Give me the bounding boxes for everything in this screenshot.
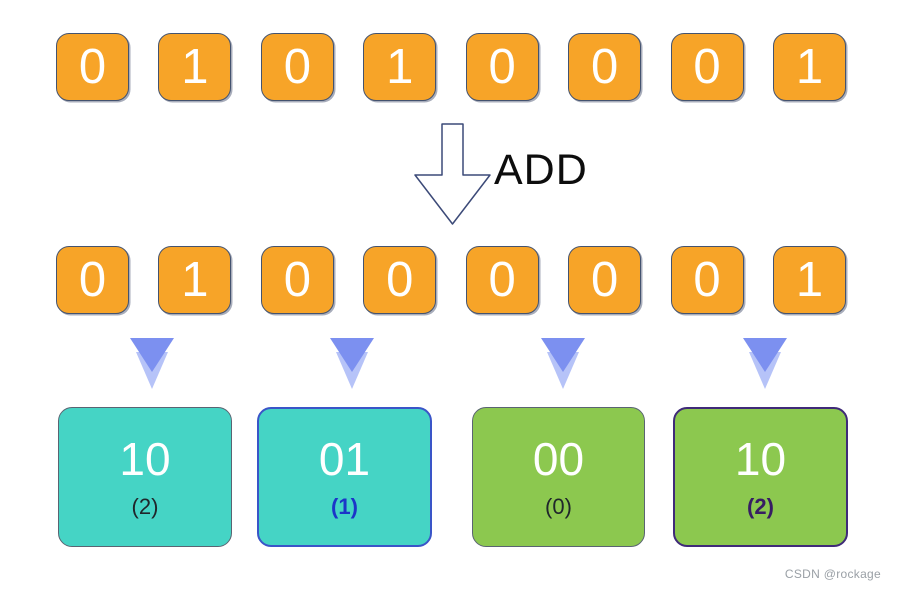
- input-bit-cell-3: 1: [363, 33, 437, 101]
- input-bit-value: 1: [386, 39, 414, 94]
- input-bit-value: 1: [795, 39, 824, 94]
- chevron-front-triangle: [130, 338, 174, 372]
- result-bit-value: 1: [795, 252, 824, 307]
- group-bits: 00: [532, 433, 585, 485]
- down-arrow-icon: [414, 123, 491, 225]
- result-group-2: 00 (0): [472, 407, 645, 547]
- result-bit-cell-1: 1: [158, 246, 232, 314]
- input-bit-row: 0 1 0 1 0 0 0 1: [56, 33, 846, 101]
- result-group-3: 10 (2): [673, 407, 848, 547]
- chevron-front-triangle: [541, 338, 585, 372]
- result-bit-value: 0: [78, 252, 107, 307]
- group-decimal: (1): [331, 494, 358, 519]
- group-bits: 10: [119, 433, 171, 485]
- result-bit-cell-5: 0: [568, 246, 642, 314]
- result-bit-value: 0: [590, 252, 619, 307]
- input-bit-cell-4: 0: [465, 33, 539, 101]
- chevron-double-down-icon: [330, 338, 374, 389]
- group-decimal: (2): [747, 494, 774, 519]
- result-bit-cell-4: 0: [465, 246, 539, 314]
- input-bit-value: 1: [181, 39, 209, 94]
- input-bit-value: 0: [488, 39, 516, 94]
- group-bits: 01: [318, 433, 371, 485]
- result-bit-row: 0 1 0 0 0 0 0 1: [56, 246, 846, 314]
- input-bit-cell-0: 0: [56, 33, 129, 101]
- input-bit-value: 0: [78, 39, 107, 94]
- chevron-double-down-icon: [541, 338, 585, 389]
- group-decimal: (0): [545, 494, 572, 519]
- result-bit-value: 0: [488, 252, 516, 307]
- result-group-0: 10 (2): [58, 407, 232, 547]
- chevron-double-down-icon: [130, 338, 174, 389]
- input-bit-cell-2: 0: [260, 33, 334, 101]
- result-bit-value: 0: [386, 252, 414, 307]
- input-bit-cell-6: 0: [670, 33, 744, 101]
- group-bits: 10: [734, 433, 787, 485]
- result-bit-cell-0: 0: [56, 246, 129, 314]
- group-decimal: (2): [131, 494, 159, 519]
- input-bit-value: 0: [283, 39, 311, 94]
- result-group-1: 01 (1): [257, 407, 432, 547]
- chevron-front-triangle: [743, 338, 787, 372]
- input-bit-cell-1: 1: [158, 33, 232, 101]
- chevron-front-triangle: [330, 338, 374, 372]
- result-bit-value: 1: [181, 252, 209, 307]
- input-bit-value: 0: [693, 39, 721, 94]
- result-bit-value: 0: [693, 252, 721, 307]
- result-bit-cell-6: 0: [670, 246, 744, 314]
- operation-label: ADD: [494, 146, 588, 194]
- result-bit-cell-7: 1: [772, 246, 846, 314]
- result-bit-cell-3: 0: [363, 246, 437, 314]
- result-bit-cell-2: 0: [260, 246, 334, 314]
- down-arrow-shape: [414, 123, 491, 225]
- chevron-double-down-icon: [743, 338, 787, 389]
- input-bit-cell-7: 1: [772, 33, 846, 101]
- result-bit-value: 0: [283, 252, 311, 307]
- input-bit-cell-5: 0: [568, 33, 642, 101]
- watermark: CSDN @rockage: [784, 567, 881, 581]
- input-bit-value: 0: [590, 39, 619, 94]
